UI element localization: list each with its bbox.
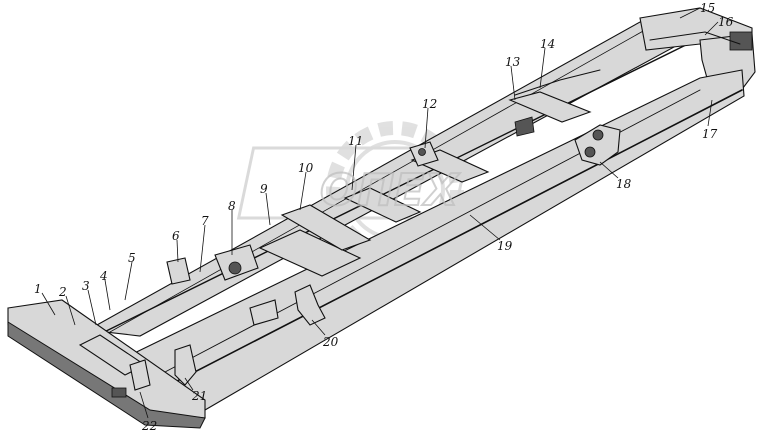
- callout-15: 15: [700, 1, 715, 15]
- callout-10: 10: [298, 161, 314, 175]
- bracket-21: [174, 344, 197, 386]
- bracket-13-14: [514, 69, 601, 137]
- callout-13: 13: [505, 55, 521, 69]
- cross-members: [78, 91, 592, 376]
- callout-16: 16: [718, 15, 734, 29]
- leader-lines: [41, 7, 719, 419]
- callout-11: 11: [348, 134, 363, 148]
- bracket-12: [409, 141, 439, 167]
- callout-4: 4: [99, 269, 108, 283]
- callout-6: 6: [172, 229, 180, 243]
- callout-21: 21: [191, 389, 207, 403]
- callout-14: 14: [540, 37, 555, 51]
- callout-1: 1: [34, 282, 42, 296]
- callout-20: 20: [322, 335, 339, 349]
- callout-5: 5: [128, 251, 136, 265]
- bracket-6: [166, 257, 191, 285]
- bracket-22: [129, 359, 151, 391]
- callout-3: 3: [82, 279, 90, 293]
- callout-17: 17: [702, 127, 718, 141]
- spring-bracket-8: [214, 244, 259, 281]
- callout-7: 7: [201, 214, 209, 228]
- bracket-20: [249, 284, 326, 326]
- watermark-text: ОПЕХ: [320, 165, 460, 216]
- near-side-rail: [119, 69, 745, 411]
- callout-labels: 1 2 3 4 5 6 7 8 9 10 11 12 13 14 15 16 1…: [34, 1, 734, 433]
- callout-18: 18: [616, 177, 632, 191]
- callout-9: 9: [260, 182, 268, 196]
- callout-2: 2: [58, 285, 67, 299]
- callout-22: 22: [141, 419, 157, 433]
- callout-19: 19: [497, 239, 513, 253]
- callout-12: 12: [422, 97, 437, 111]
- callout-8: 8: [228, 199, 236, 213]
- spring-bracket-18: [574, 124, 621, 166]
